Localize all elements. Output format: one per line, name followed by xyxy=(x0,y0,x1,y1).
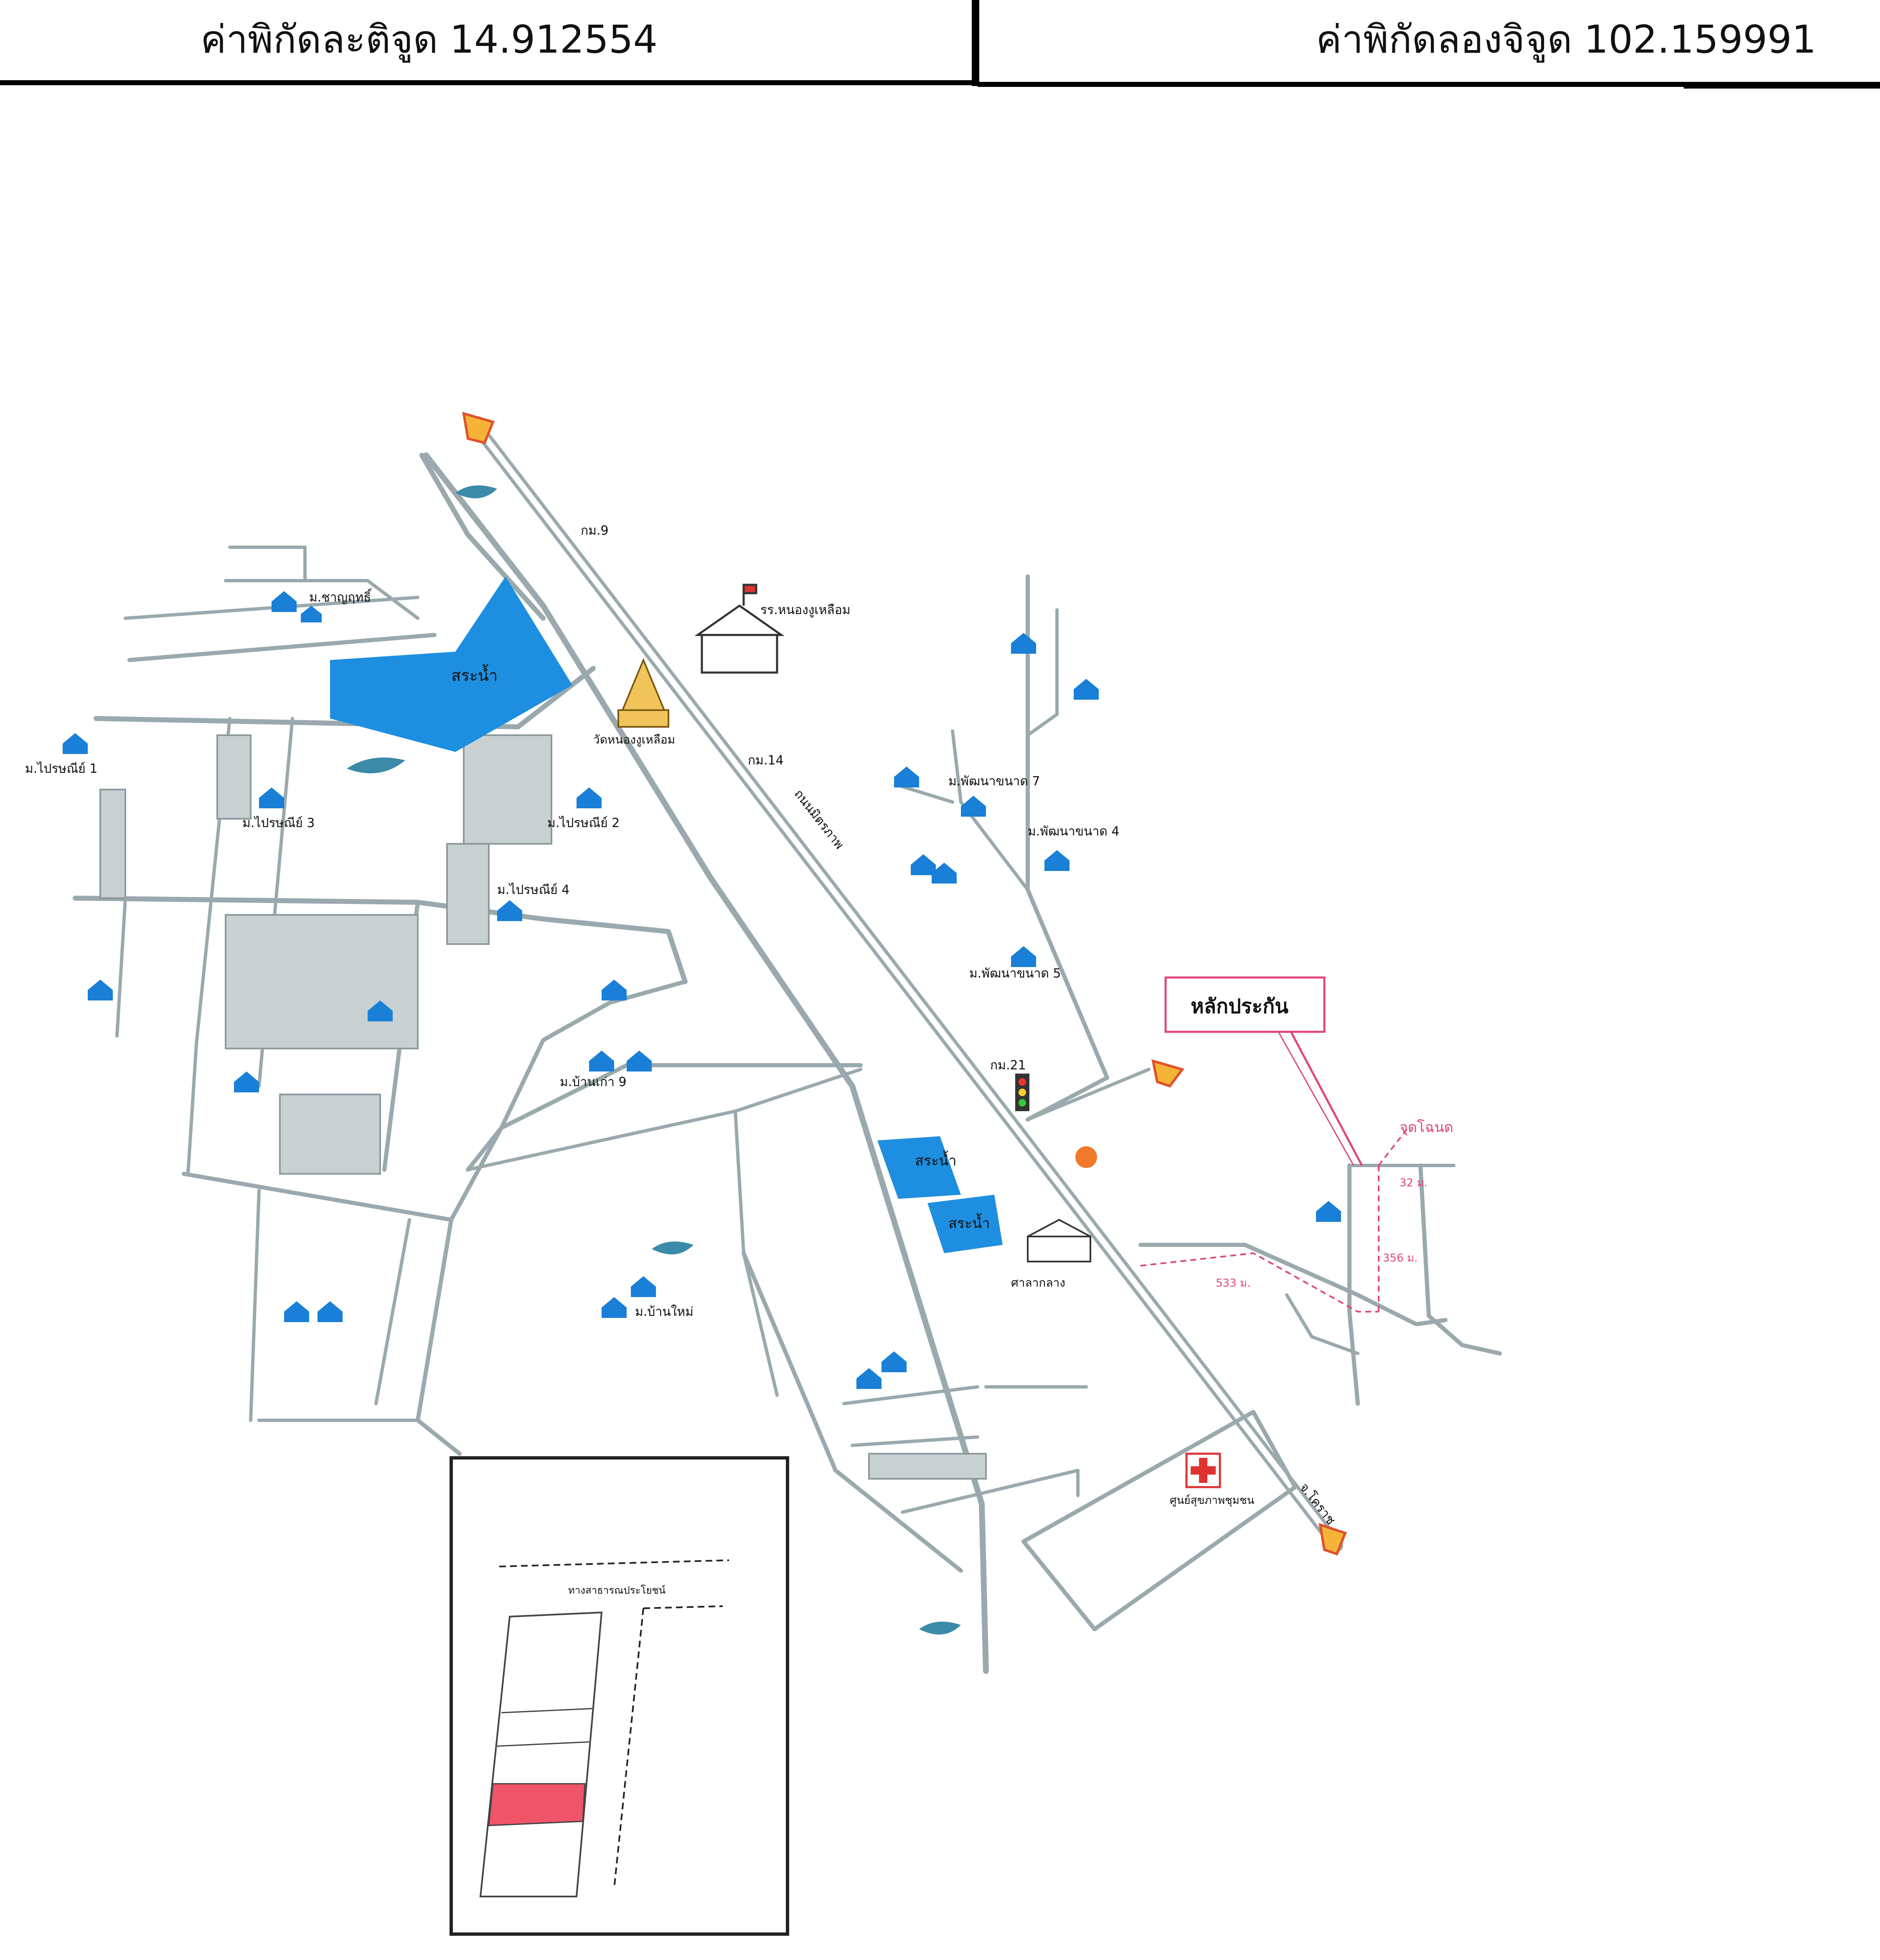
government-office-icon xyxy=(1027,1219,1091,1262)
house-icon xyxy=(856,1368,882,1389)
village-label: ม.ไปรษณีย์ 1 xyxy=(25,761,97,776)
gas-station-icon xyxy=(1075,1146,1097,1168)
house-icon xyxy=(589,1051,614,1071)
village-label: ม.ไปรษณีย์ 4 xyxy=(497,882,569,897)
parcel-route xyxy=(1140,1127,1409,1313)
secondary-road xyxy=(423,452,989,1674)
house-icon xyxy=(631,1276,656,1297)
school-label: รร.หนองงูเหลือม xyxy=(760,603,851,617)
coordinate-header: ค่าพิกัดละติจูด 14.912554 ค่าพิกัดลองจิจู… xyxy=(0,0,1880,89)
pond-center-1 xyxy=(877,1136,961,1199)
house-icon xyxy=(1011,946,1036,967)
pond-north-label: สระน้ำ xyxy=(451,664,498,685)
temple-icon xyxy=(617,658,669,728)
house-icon xyxy=(88,980,113,1000)
header-rule-left xyxy=(0,80,978,85)
marker-south xyxy=(1319,1523,1347,1556)
road-end-markers xyxy=(462,411,1347,1556)
hospital-icon xyxy=(1185,1452,1221,1488)
house-icon xyxy=(368,1000,393,1021)
small-pond-icons xyxy=(347,485,961,1635)
house-icon xyxy=(63,733,88,754)
pond-center-1-label: สระน้ำ xyxy=(915,1150,957,1169)
house-icon xyxy=(1316,1201,1341,1222)
school-icon xyxy=(694,584,785,674)
temple-label: วัดหนองงูเหลือม xyxy=(593,733,675,747)
pond-north xyxy=(330,576,572,752)
km-9-label: กม.9 xyxy=(581,523,609,538)
house-icon xyxy=(577,787,602,808)
house-icon xyxy=(497,900,522,921)
latitude-label: ค่าพิกัดละติจูด xyxy=(201,17,438,62)
pond-center-2-label: สระน้ำ xyxy=(948,1213,990,1232)
village-icons xyxy=(63,591,1341,1389)
inset-parcel-outline xyxy=(479,1611,603,1897)
header-divider xyxy=(972,0,979,86)
house-icon xyxy=(259,787,284,808)
house-icon xyxy=(894,767,919,787)
house-icon xyxy=(272,591,297,612)
village-label: ม.บ้านเก่า 9 xyxy=(560,1075,627,1089)
house-icon xyxy=(882,1351,907,1372)
village-labels: ม.ชาญฤทธิ์ ม.ไปรษณีย์ 1 ม.ไปรษณีย์ 2 ม.ไ… xyxy=(25,588,1120,1319)
header-rule-right-thick xyxy=(1684,84,1880,89)
km-21-label: กม.21 xyxy=(990,1058,1026,1073)
house-icon xyxy=(602,980,627,1000)
housing-blocks xyxy=(99,734,987,1480)
house-icon xyxy=(284,1301,309,1322)
inset-parcel-highlight xyxy=(488,1783,586,1826)
village-label: ม.ไปรษณีย์ 3 xyxy=(242,815,315,830)
collateral-label: หลักประกัน xyxy=(1191,995,1288,1018)
km-14-label: กม.14 xyxy=(748,753,784,768)
marker-east xyxy=(1151,1059,1185,1088)
house-icon xyxy=(932,863,957,884)
village-label: ม.บ้านใหม่ xyxy=(635,1305,694,1319)
longitude-label: ค่าพิกัดลองจิจูด xyxy=(1316,17,1573,62)
traffic-light-icon xyxy=(1015,1074,1029,1111)
gov-office-label: ศาลากลาง xyxy=(1011,1276,1065,1290)
village-label: ม.พัฒนาขนาด 5 xyxy=(969,966,1061,981)
house-icon xyxy=(1044,850,1070,871)
house-icon xyxy=(961,796,986,817)
ponds xyxy=(330,576,1003,1253)
distance-32-label: 32 ม. xyxy=(1400,1177,1428,1189)
distance-533-label: 533 ม. xyxy=(1216,1277,1250,1290)
house-icon xyxy=(602,1297,627,1318)
collateral-callout: หลักประกัน xyxy=(1164,976,1363,1166)
house-icon xyxy=(234,1071,259,1092)
village-label: ม.พัฒนาขนาด 4 xyxy=(1028,824,1120,839)
latitude-readout: ค่าพิกัดละติจูด 14.912554 xyxy=(201,13,658,67)
pond-center-2 xyxy=(927,1195,1003,1253)
parcel-inset: ทางสาธารณประโยชน์ xyxy=(450,1456,789,1936)
village-label: ม.ชาญฤทธิ์ xyxy=(309,588,372,605)
hospital-label: ศูนย์สุขภาพชุมชน xyxy=(1170,1494,1254,1507)
marker-north xyxy=(462,411,495,444)
distance-356-label: 356 ม. xyxy=(1383,1252,1418,1264)
inset-road-label: ทางสาธารณประโยชน์ xyxy=(568,1584,666,1596)
latitude-value: 14.912554 xyxy=(450,17,658,62)
road-network xyxy=(73,420,1502,1674)
parcel-point-label: จุดโฉนด xyxy=(1400,1119,1453,1136)
house-icon xyxy=(1011,633,1036,654)
main-highway-inner xyxy=(473,423,1340,1549)
house-icon xyxy=(1074,679,1099,700)
house-icon xyxy=(911,854,936,875)
house-icon xyxy=(318,1301,343,1322)
longitude-value: 102.159991 xyxy=(1584,17,1816,62)
header-rule-right xyxy=(978,82,1880,87)
house-icon xyxy=(627,1051,652,1071)
house-icon xyxy=(301,606,322,622)
village-label: ม.พัฒนาขนาด 7 xyxy=(948,774,1040,789)
village-label: ม.ไปรษณีย์ 2 xyxy=(547,815,620,830)
